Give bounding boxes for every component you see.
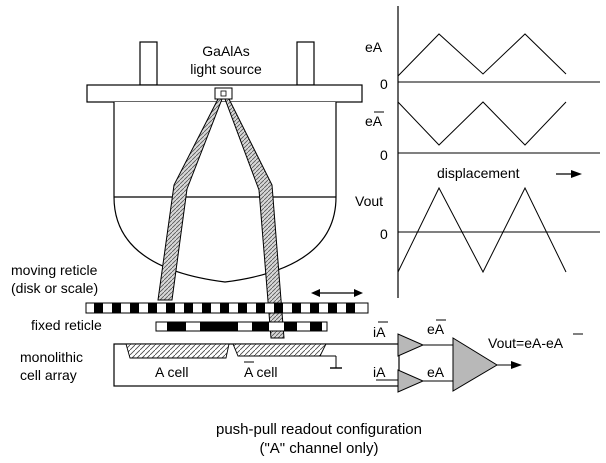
- a-cell-hatch: [125, 343, 230, 359]
- signal-vout-zero: 0: [380, 226, 388, 242]
- amplifier-abar: [397, 333, 425, 357]
- moving-reticle-label-line1: moving reticle: [11, 262, 98, 278]
- signal-eabar-zero: 0: [380, 147, 388, 163]
- moving-reticle-mark: [112, 303, 121, 313]
- moving-reticle-mark: [94, 303, 103, 313]
- difference-amplifier: [452, 337, 498, 392]
- amplifier-chain: [376, 333, 522, 393]
- light-beam-left: [157, 98, 223, 301]
- cell-array-label-line1: monolithic: [20, 349, 83, 365]
- cell-array-label-line2: cell array: [20, 367, 77, 383]
- moving-reticle-mark: [328, 303, 337, 313]
- mounting-post-left: [139, 41, 158, 86]
- displacement-arrow: [556, 170, 582, 178]
- light-source-housing: [86, 41, 363, 283]
- waveform-vout: [397, 186, 567, 274]
- fixed-reticle-label: fixed reticle: [31, 317, 102, 333]
- moving-reticle-mark: [274, 303, 283, 313]
- ia-bar-label: iA: [373, 324, 386, 340]
- moving-reticle-mark: [220, 303, 229, 313]
- light-beams: [157, 98, 285, 339]
- ia-label: iA: [373, 364, 386, 380]
- abar-cell-label: A cell: [244, 364, 277, 380]
- moving-reticle-mark: [238, 303, 247, 313]
- ea-amp-label: eA: [427, 364, 445, 380]
- housing-body: [113, 102, 337, 283]
- moving-reticle-mark: [130, 303, 139, 313]
- displacement-label: displacement: [437, 165, 520, 181]
- waveform-eabar: [397, 101, 567, 146]
- waveform-ea: [397, 33, 567, 77]
- moving-reticle-mark: [184, 303, 193, 313]
- moving-reticle-mark: [310, 303, 319, 313]
- moving-reticle: [85, 302, 369, 314]
- moving-reticle-mark: [148, 303, 157, 313]
- moving-reticle-mark: [256, 303, 265, 313]
- motion-arrow: [311, 289, 363, 297]
- moving-reticle-mark: [166, 303, 175, 313]
- a-cell-label: A cell: [155, 364, 188, 380]
- output-equation-label: Vout=eA-eA: [488, 335, 564, 351]
- light-beam-right: [224, 98, 285, 339]
- ea-bar-amp-label: eA: [427, 321, 445, 337]
- abar-cell-hatch: [232, 343, 327, 357]
- moving-reticle-mark: [346, 303, 355, 313]
- moving-reticle-mark: [292, 303, 301, 313]
- moving-reticle-label-line2: (disk or scale): [11, 280, 98, 296]
- source-label-line1: GaAlAs: [202, 43, 249, 59]
- emitter-die: [220, 90, 227, 97]
- cell-array: [113, 343, 400, 387]
- signal-ea-label: eA: [365, 39, 383, 55]
- signal-eabar-label: eA: [365, 113, 383, 129]
- waveform-panel: [397, 6, 600, 298]
- signal-ea-zero: 0: [380, 76, 388, 92]
- labels: GaAlAs light source moving reticle (disk…: [11, 39, 583, 457]
- fixed-reticle: [155, 321, 328, 332]
- amplifier-a: [397, 369, 425, 393]
- mounting-post-right: [296, 41, 315, 86]
- caption-line2: ("A" channel only): [259, 440, 378, 457]
- caption-line1: push-pull readout configuration: [216, 421, 422, 438]
- signal-vout-label: Vout: [355, 193, 383, 209]
- moving-reticle-mark: [202, 303, 211, 313]
- source-label-line2: light source: [190, 61, 262, 77]
